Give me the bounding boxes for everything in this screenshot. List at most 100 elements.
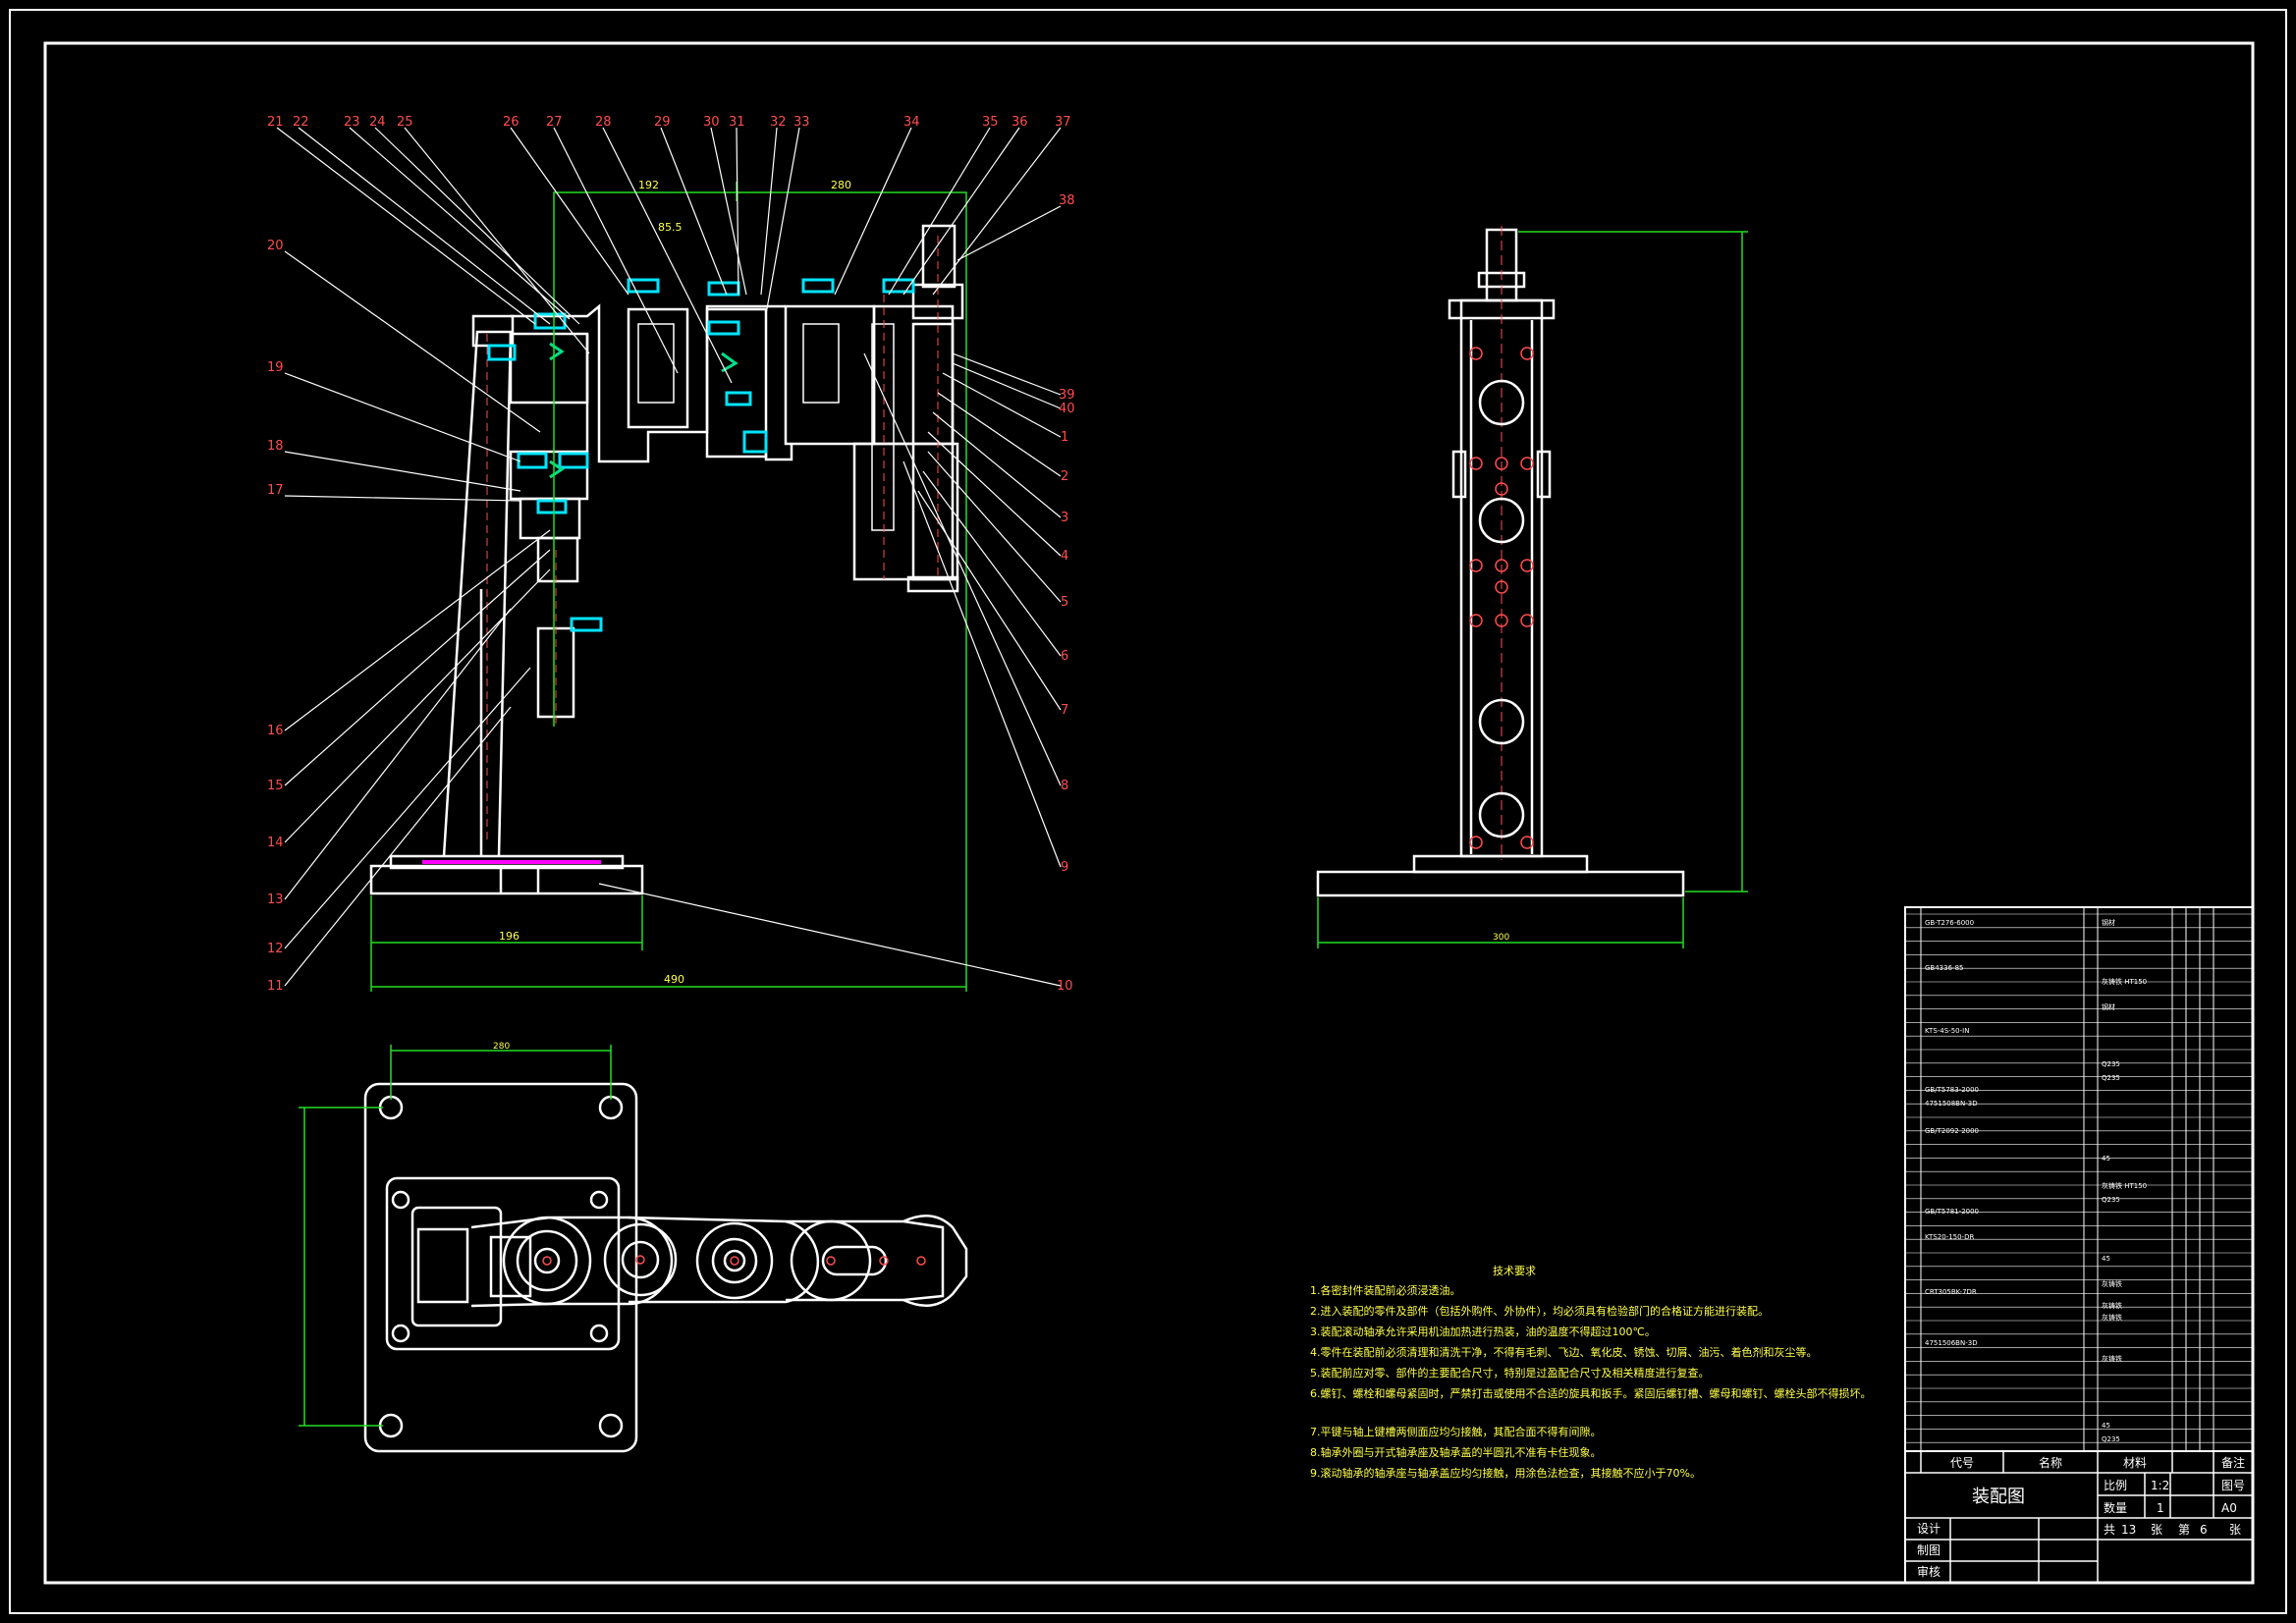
callout-label: 31 [729,115,745,130]
callout-label: 34 [903,115,920,130]
svg-text:4751508BN-3D: 4751508BN-3D [1925,1100,1978,1108]
outer-border [9,9,2287,1614]
svg-text:钢材: 钢材 [2102,918,2115,927]
svg-text:280: 280 [831,179,851,191]
tech-req-line: 6.螺钉、螺栓和螺母紧固时，严禁打击或使用不合适的旋具和扳手。紧固后螺钉槽、螺母… [1310,1386,1872,1400]
svg-text:GB/T5781-2000: GB/T5781-2000 [1925,1208,1979,1216]
svg-text:45: 45 [2102,1255,2110,1263]
svg-text:280: 280 [493,1042,510,1052]
tech-req-title: 技术要求 [1493,1265,1536,1277]
svg-text:Q235: Q235 [2102,1074,2120,1082]
tech-req-line: 4.零件在装配前必须清理和清洗干净，不得有毛刺、飞边、氧化皮、锈蚀、切屑、油污、… [1310,1345,1818,1359]
tech-req-line: 3.装配滚动轴承允许采用机油加热进行热装，油的温度不得超过100℃。 [1310,1325,1656,1338]
total-label: 共 [2104,1523,2115,1537]
inner-border [43,41,2255,1585]
callout-label: 7 [1061,703,1068,718]
bom-header-name: 名称 [2039,1455,2062,1470]
callout-label: 30 [703,115,720,130]
callout-label: 33 [793,115,810,130]
callout-label: 22 [293,115,309,130]
tech-req-line: 8.轴承外圈与开式轴承座及轴承盖的半圆孔不准有卡住现象。 [1310,1445,1602,1459]
svg-text:灰铸铁: 灰铸铁 [2102,1279,2122,1288]
total-value: 13 [2121,1523,2136,1537]
callout-label: 3 [1061,511,1068,525]
callout-label: 15 [267,779,284,793]
callout-label: 23 [344,115,360,130]
scale-label: 比例 [2104,1479,2127,1492]
tech-req-line: 9.滚动轴承的轴承座与轴承盖应均匀接触，用涂色法检查，其接触不应小于70%。 [1310,1466,1701,1480]
callout-label: 20 [267,239,284,253]
leader-lines [276,127,1062,987]
callout-label: 39 [1059,388,1075,403]
bom-header-code: 代号 [1950,1456,1974,1470]
title-block-text: 代号 名称 材料 备注 装配图 比例 1:2 图号 数量 1 A0 共 13 张… [1917,1455,2245,1579]
callout-label: 40 [1059,402,1075,416]
svg-text:192: 192 [638,179,659,191]
callout-label: 5 [1061,595,1068,610]
callout-label: 24 [369,115,386,130]
technical-requirements: 技术要求 1.各密封件装配前必须浸透油。 2.进入装配的零件及部件（包括外购件、… [1310,1265,1872,1480]
svg-text:GB/T2092-2000: GB/T2092-2000 [1925,1127,1979,1135]
title-block [1904,1450,2254,1584]
callout-label: 13 [267,893,284,907]
callout-label: 37 [1055,115,1071,130]
svg-text:45: 45 [2102,1155,2110,1163]
callout-label: 11 [267,979,284,994]
drawing-name: 装配图 [1972,1487,2025,1507]
page-value: 6 [2200,1523,2208,1537]
svg-text:Q235: Q235 [2102,1196,2120,1204]
drawing-no-label: 图号 [2221,1479,2245,1492]
callout-label: 17 [267,483,284,498]
svg-text:4751506BN-3D: 4751506BN-3D [1925,1339,1978,1347]
callout-label: 8 [1061,779,1068,793]
bill-of-materials: GB-T276-6000 GB4336-85 KTS-4S-50-IN GB/T… [1904,906,2254,1452]
svg-text:GB-T276-6000: GB-T276-6000 [1925,919,1974,927]
callout-label: 21 [267,115,284,130]
callout-label: 6 [1061,649,1068,664]
callout-label: 28 [595,115,612,130]
svg-text:钢材: 钢材 [2102,1002,2115,1011]
page-unit: 张 [2229,1523,2241,1537]
callout-label: 38 [1059,193,1075,208]
callout-labels: 21 22 23 24 25 26 27 28 29 30 31 32 33 3… [267,115,1075,994]
callout-label: 18 [267,439,284,454]
callout-label: 2 [1061,469,1068,484]
callout-label: 26 [503,115,519,130]
callout-label: 12 [267,942,284,956]
svg-text:85.5: 85.5 [658,221,683,234]
qty-value: 1 [2157,1501,2164,1515]
side-view: 300 [1316,226,1748,948]
svg-text:灰铸铁 HT150: 灰铸铁 HT150 [2102,1181,2147,1190]
tech-req-line: 1.各密封件装配前必须浸透油。 [1310,1283,1461,1297]
svg-text:490: 490 [664,973,684,986]
page-label: 第 [2178,1523,2190,1537]
svg-text:灰铸铁 HT150: 灰铸铁 HT150 [2102,977,2147,986]
svg-text:灰铸铁: 灰铸铁 [2102,1354,2122,1363]
total-unit: 张 [2151,1523,2162,1537]
bom-header-note: 备注 [2221,1455,2245,1470]
svg-text:GB4336-85: GB4336-85 [1925,964,1963,972]
tech-req-line: 2.进入装配的零件及部件（包括外购件、外协件），均必须具有检验部门的合格证方能进… [1310,1304,1769,1318]
svg-text:灰铸铁: 灰铸铁 [2102,1313,2122,1322]
callout-label: 32 [770,115,787,130]
design-label: 设计 [1917,1522,1941,1536]
tech-req-line: 7.平键与轴上键槽两侧面应均匀接触，其配合面不得有间隙。 [1310,1425,1602,1438]
svg-text:CRT305BK-7DR: CRT305BK-7DR [1925,1288,1977,1296]
callout-label: 25 [397,115,413,130]
svg-text:灰铸铁: 灰铸铁 [2102,1301,2122,1310]
svg-text:300: 300 [1493,933,1509,943]
svg-text:KTS20-150-DR: KTS20-150-DR [1925,1233,1974,1241]
callout-label: 9 [1061,860,1068,875]
bom-header-material: 材料 [2123,1456,2147,1470]
sheet-size: A0 [2221,1501,2237,1515]
scale-value: 1:2 [2151,1479,2169,1492]
svg-text:KTS-4S-50-IN: KTS-4S-50-IN [1925,1027,1969,1035]
drafter-label: 制图 [1917,1543,1941,1557]
callout-label: 19 [267,360,284,375]
tech-req-line: 5.装配前应对零、部件的主要配合尺寸，特别是过盈配合尺寸及相关精度进行复查。 [1310,1366,1710,1380]
callout-label: 29 [654,115,671,130]
svg-text:Q235: Q235 [2102,1435,2120,1443]
top-view: 280 [299,1042,968,1453]
svg-text:GB/T5783-2000: GB/T5783-2000 [1925,1086,1979,1094]
callout-label: 1 [1061,430,1068,445]
